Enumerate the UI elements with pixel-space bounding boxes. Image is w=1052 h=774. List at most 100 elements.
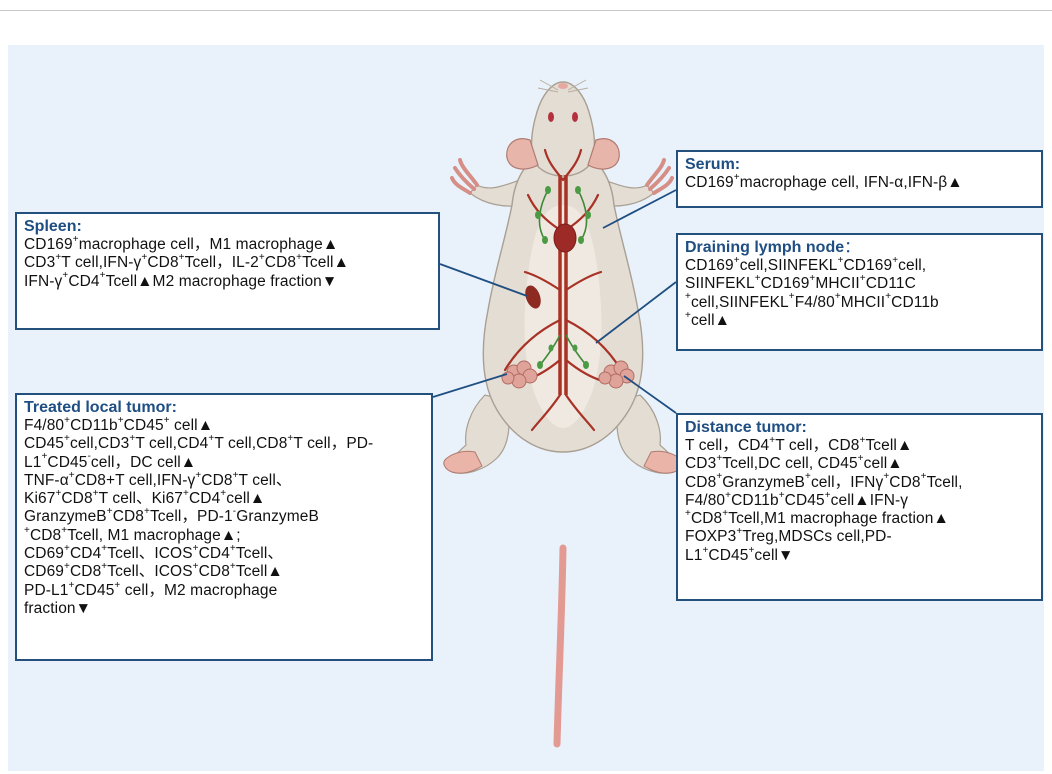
text-run: cell▲IFN-γ — [831, 492, 908, 509]
text-run: cell▲ — [170, 417, 214, 434]
draining-lines: CD169+cell,SIINFEKL+CD169+cell,SIINFEKL+… — [685, 257, 1034, 330]
mouse-right-eye — [572, 112, 578, 122]
text-run: Tcell，PD-1 — [150, 508, 233, 525]
text-run: Tcell、 — [236, 545, 283, 562]
superscript: + — [748, 545, 754, 556]
mouse-right-paw — [647, 160, 672, 193]
text-run: Tcell▲ — [865, 437, 912, 454]
text-run: PD-L1 — [24, 582, 68, 599]
superscript: + — [193, 543, 199, 554]
superscript: + — [230, 561, 236, 572]
superscript: + — [736, 526, 742, 537]
superscript: + — [101, 543, 107, 554]
text-run: Tcell, — [927, 474, 963, 491]
text-run: CD8 — [30, 527, 61, 544]
spleen-box: Spleen: CD169+macrophage cell，M1 macroph… — [15, 212, 440, 330]
lymph-node — [573, 345, 578, 352]
text-line: +CD8+Tcell, M1 macrophage▲; — [24, 527, 424, 545]
text-run: CD8 — [70, 563, 101, 580]
text-run: CD8 — [889, 474, 920, 491]
text-run: Tcell,DC cell, CD45 — [722, 455, 857, 472]
superscript: + — [921, 471, 927, 482]
text-line: Ki67+CD8+T cell、Ki67+CD4+cell▲ — [24, 490, 424, 508]
text-line: +cell▲ — [685, 312, 1034, 330]
text-run: cell, — [898, 257, 926, 274]
superscript: + — [859, 435, 865, 446]
text-line: CD8+GranzymeB+cell，IFNγ+CD8+Tcell, — [685, 474, 1034, 492]
text-run: CD8 — [199, 563, 230, 580]
lymph-node — [583, 361, 589, 369]
text-run: cell，M2 macrophage — [120, 582, 277, 599]
text-run: Tcell, M1 macrophage▲; — [67, 527, 240, 544]
text-line: F4/80+CD11b+CD45+ cell▲ — [24, 417, 424, 435]
text-run: Tcell▲ — [302, 254, 349, 271]
text-line: +cell,SIINFEKL+F4/80+MHCII+CD11b — [685, 294, 1034, 312]
superscript: + — [805, 471, 811, 482]
superscript: + — [230, 543, 236, 554]
text-run: Tcell▲ — [236, 563, 283, 580]
text-run: macrophage cell，M1 macrophage▲ — [79, 236, 339, 253]
superscript: + — [725, 490, 731, 501]
text-line: CD169+macrophage cell，M1 macrophage▲ — [24, 236, 431, 254]
superscript: + — [100, 270, 106, 281]
draining-title-colon: ： — [844, 239, 860, 256]
text-run: CD8 — [265, 254, 296, 271]
text-run: cell▲ — [691, 312, 730, 329]
treated-title: Treated local tumor: — [24, 399, 424, 417]
text-run: CD3 — [24, 254, 55, 271]
text-run: CD8 — [61, 490, 92, 507]
text-run: T cell、Ki67 — [99, 490, 183, 507]
superscript: + — [193, 561, 199, 572]
text-run: F4/80 — [24, 417, 64, 434]
superscript: + — [755, 273, 761, 284]
text-run: cell▼ — [754, 547, 793, 564]
superscript: + — [685, 291, 691, 302]
text-line: CD69+CD4+Tcell、ICOS+CD4+Tcell、 — [24, 545, 424, 563]
text-run: Tcell▲M2 macrophage fraction▼ — [106, 273, 338, 290]
text-run: CD3 — [685, 455, 716, 472]
text-run: cell,SIINFEKL — [740, 257, 838, 274]
text-run: cell,CD3 — [70, 435, 129, 452]
superscript: + — [716, 453, 722, 464]
text-run: GranzymeB — [722, 474, 805, 491]
text-run: CD45 — [708, 547, 748, 564]
lymph-node — [575, 186, 581, 194]
text-line: fraction▼ — [24, 600, 424, 618]
text-run: cell,SIINFEKL — [691, 294, 789, 311]
text-run: macrophage cell, IFN-α,IFN-β▲ — [740, 174, 963, 191]
text-run: CD69 — [24, 563, 64, 580]
text-run: CD8 — [113, 508, 144, 525]
text-line: L1+CD45-cell，DC cell▲ — [24, 454, 424, 472]
text-run: L1 — [24, 454, 41, 471]
text-run: CD8 — [201, 472, 232, 489]
superscript: + — [64, 433, 70, 444]
text-run: cell▲ — [864, 455, 903, 472]
text-run: MHCII — [841, 294, 885, 311]
text-run: Tcell、ICOS — [107, 545, 192, 562]
superscript: + — [685, 310, 691, 321]
treated-local-tumor-box: Treated local tumor: F4/80+CD11b+CD45+ c… — [15, 393, 433, 661]
text-run: CD8+T cell,IFN-γ — [75, 472, 196, 489]
lymph-node — [542, 236, 548, 244]
text-run: CD169 — [685, 174, 734, 191]
lymph-node — [578, 236, 584, 244]
superscript: + — [885, 291, 891, 302]
superscript: + — [64, 543, 70, 554]
text-run: CD8 — [691, 510, 722, 527]
text-run: Ki67 — [24, 490, 55, 507]
text-run: fraction▼ — [24, 600, 91, 617]
spleen-lines: CD169+macrophage cell，M1 macrophage▲CD3 +… — [24, 236, 431, 291]
heart — [554, 224, 576, 252]
text-line: SIINFEKL+CD169+MHCII+CD11C — [685, 275, 1034, 293]
text-run: T cell,CD4 — [135, 435, 208, 452]
superscript: + — [93, 488, 99, 499]
superscript: + — [860, 273, 866, 284]
text-run: CD45 — [24, 435, 64, 452]
text-run: Tcell,M1 macrophage fraction▲ — [728, 510, 949, 527]
superscript: + — [73, 234, 79, 245]
superscript: + — [835, 291, 841, 302]
text-line: CD45+cell,CD3+T cell,CD4+T cell,CD8+T ce… — [24, 435, 424, 453]
superscript: + — [208, 433, 214, 444]
text-run: T cell，PD- — [293, 435, 373, 452]
superscript: + — [183, 488, 189, 499]
